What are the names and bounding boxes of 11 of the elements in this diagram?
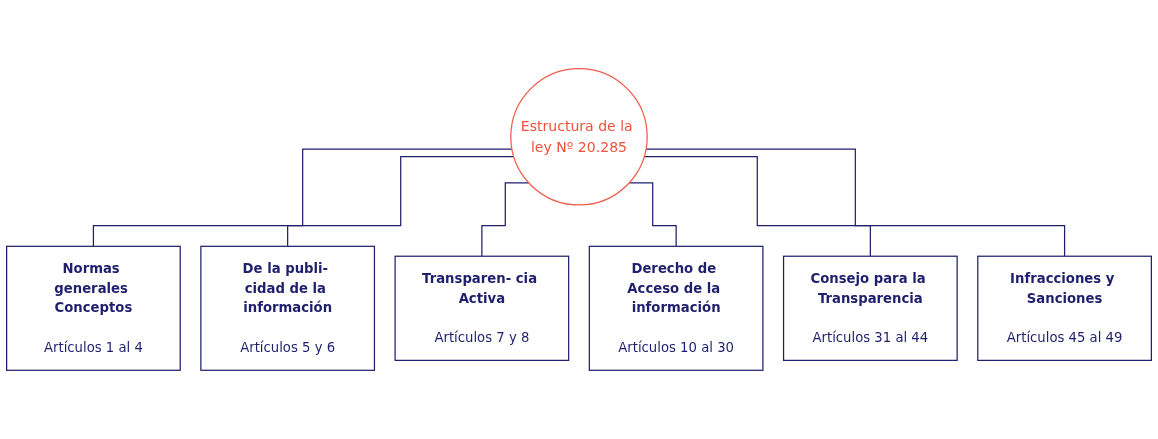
- connector: [481, 182, 530, 257]
- node-box: De la publi- cidad de la información Artículos 5 y 6: [200, 245, 376, 371]
- node-circle: Estructura de la ley Nº 20.285: [510, 68, 648, 206]
- node-box: Normas generales Conceptos Artículos 1 al 4: [6, 245, 181, 371]
- node-box: Infracciones y Sanciones Artículos 45 al 49: [977, 255, 1152, 362]
- node-box: Transparen- cia Activa Artículos 7 y 8: [394, 255, 570, 362]
- connector: [645, 148, 1066, 257]
- connector: [92, 148, 513, 247]
- node-box: Consejo para la Transparencia Artículos 31 al 44: [782, 255, 958, 362]
- node-box: Derecho de Acceso de la información Artículos 10 al 30: [588, 245, 764, 371]
- connector: [643, 156, 871, 257]
